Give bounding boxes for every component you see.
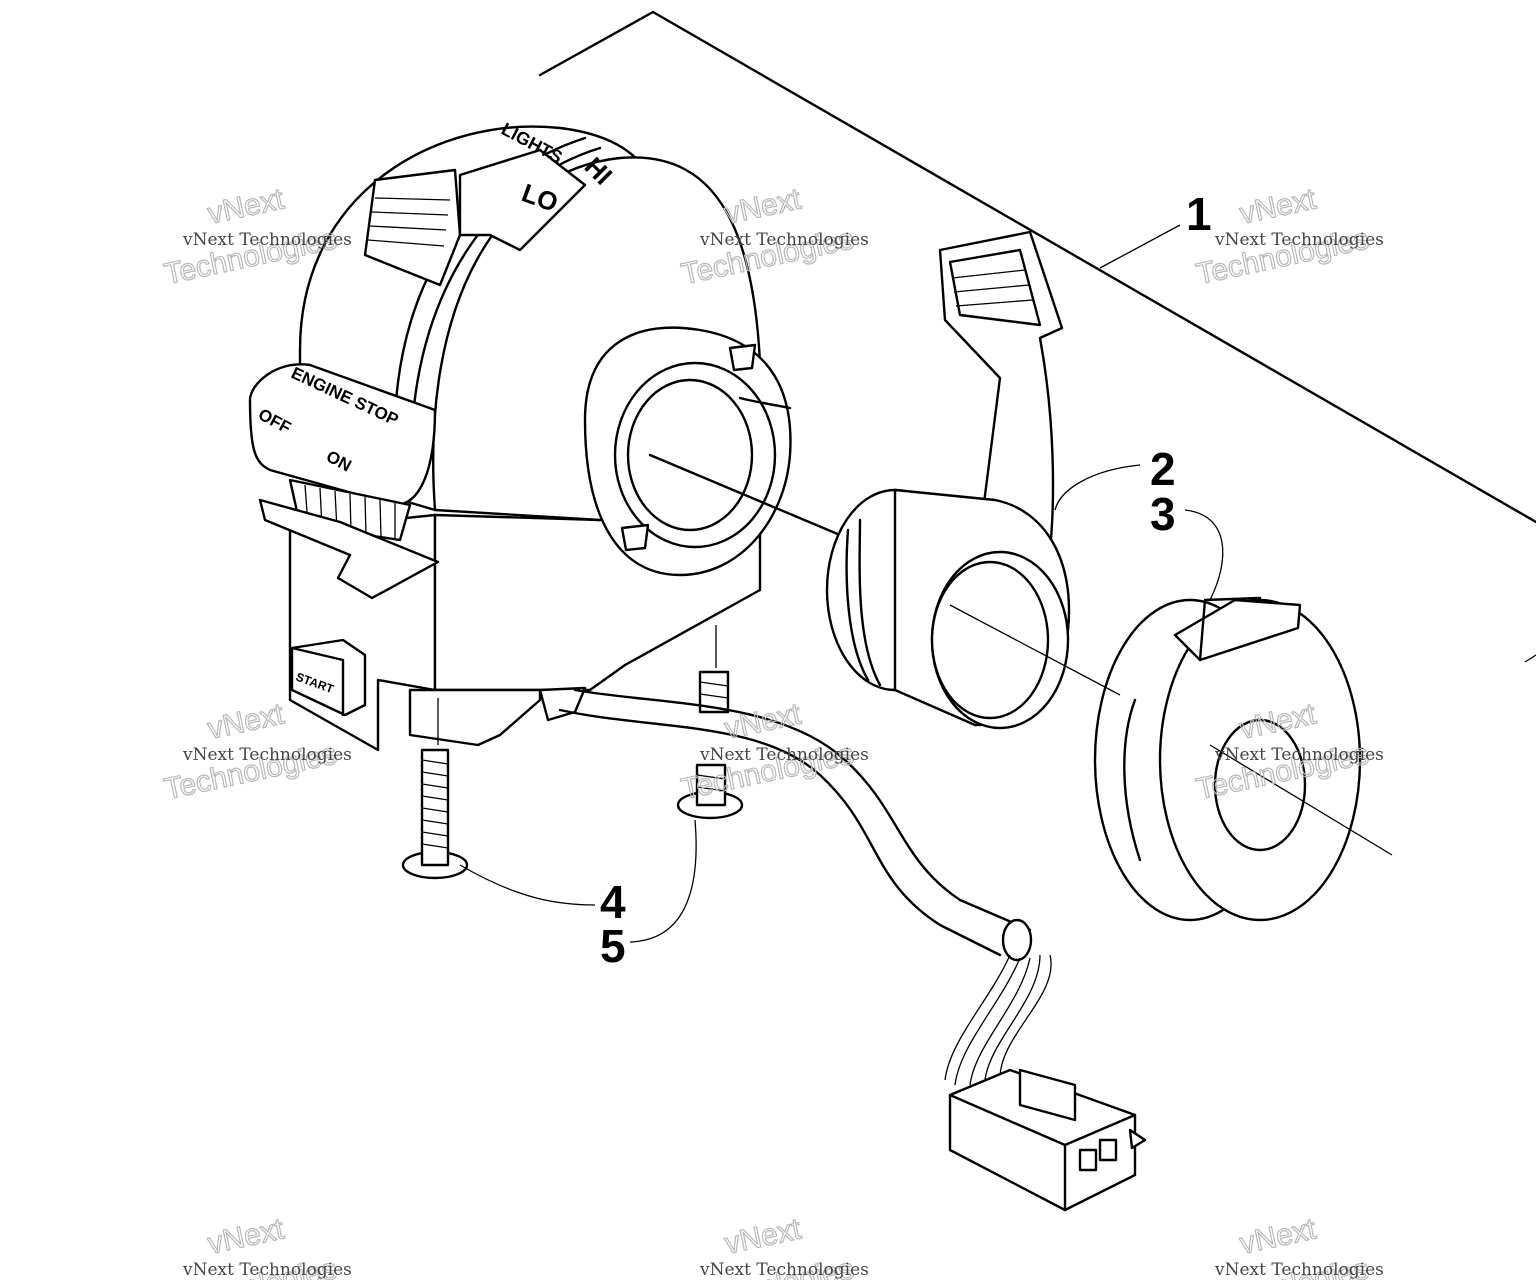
svg-text:vNext Technologies: vNext Technologies bbox=[699, 745, 869, 765]
svg-text:vNext: vNext bbox=[722, 697, 805, 745]
svg-text:vNext: vNext bbox=[205, 182, 288, 230]
callouts: 1 2 3 4 5 bbox=[600, 188, 1212, 972]
callout-3: 3 bbox=[1150, 488, 1176, 540]
svg-text:vNext Technologies: vNext Technologies bbox=[1214, 745, 1384, 765]
svg-text:vNext: vNext bbox=[205, 1212, 288, 1260]
svg-text:vNext Technologies: vNext Technologies bbox=[699, 1260, 869, 1280]
watermark-3: vNext Technologies vNext Technologies bbox=[1193, 182, 1384, 292]
switch-housing bbox=[248, 125, 842, 752]
callout-4: 4 bbox=[600, 876, 626, 928]
svg-text:vNext: vNext bbox=[1237, 1212, 1320, 1260]
assembly-bracket bbox=[538, 10, 1536, 663]
screws bbox=[401, 625, 744, 880]
svg-text:vNext Technologies: vNext Technologies bbox=[699, 230, 869, 250]
callout-5: 5 bbox=[600, 920, 626, 972]
centerline bbox=[949, 604, 1393, 856]
rocker-ribs bbox=[367, 197, 451, 247]
throttle-lever bbox=[825, 230, 1071, 730]
svg-text:vNext Technologies: vNext Technologies bbox=[1214, 230, 1384, 250]
throttle-cover bbox=[1093, 596, 1362, 922]
watermark-9: vNext Technologies vNext Technologies bbox=[1193, 1212, 1384, 1280]
watermark-7: vNext Technologies vNext Technologies bbox=[161, 1212, 352, 1280]
svg-text:vNext Technologies: vNext Technologies bbox=[182, 745, 352, 765]
svg-text:vNext: vNext bbox=[1237, 182, 1320, 230]
callout-2: 2 bbox=[1150, 443, 1176, 495]
svg-text:vNext: vNext bbox=[205, 697, 288, 745]
wiring-harness bbox=[558, 688, 1147, 1212]
lever-ribs bbox=[951, 269, 1034, 307]
svg-text:vNext Technologies: vNext Technologies bbox=[1214, 1260, 1384, 1280]
screw-2-threads bbox=[696, 681, 729, 792]
svg-text:vNext: vNext bbox=[722, 182, 805, 230]
svg-text:vNext: vNext bbox=[722, 1212, 805, 1260]
screw-1-threads bbox=[421, 759, 449, 849]
svg-text:vNext Technologies: vNext Technologies bbox=[182, 230, 352, 250]
svg-text:vNext Technologies: vNext Technologies bbox=[182, 1260, 352, 1280]
watermark-8: vNext Technologies vNext Technologies bbox=[678, 1212, 869, 1280]
callout-1: 1 bbox=[1186, 188, 1212, 240]
leader-lines bbox=[459, 464, 1224, 943]
